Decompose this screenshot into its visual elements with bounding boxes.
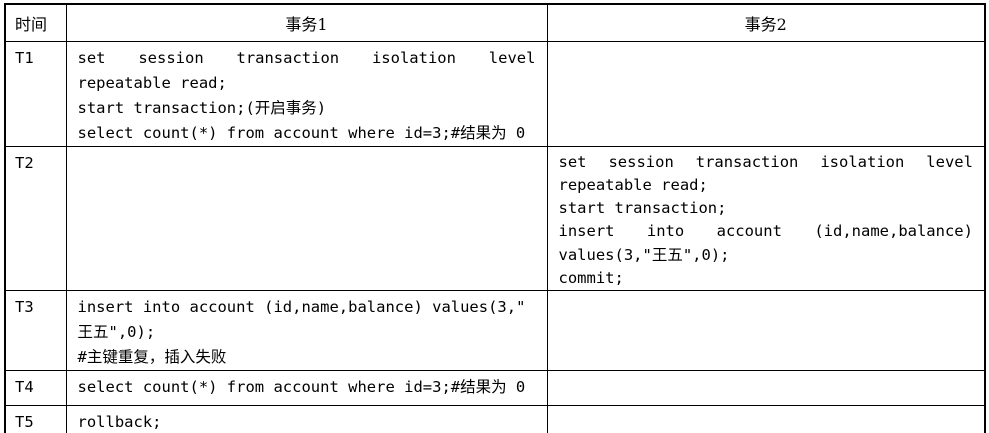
code-word: set [558,152,587,171]
code-word: into [646,222,685,241]
code-word: session [608,152,674,171]
time-cell: T2 [4,145,67,292]
tx1-cell: rollback; [65,405,548,433]
code-line: set session transaction isolation level [78,46,536,71]
code-line: repeatable read; [77,73,227,92]
time-cell: T1 [4,40,67,147]
code-word: account [716,222,782,241]
code-line: #主键重复，插入失败 [77,348,227,367]
code-line: start transaction; [558,199,727,218]
code-word: set [77,48,106,67]
table-row: T1 set session transaction isolation level rep… [4,40,986,147]
tx1-cell: select count(*) from account where id=3;… [65,370,548,407]
tx2-cell [546,370,986,407]
tx2-cell [546,40,986,147]
code-line: repeatable read; [558,175,708,194]
tx2-cell [546,405,986,433]
table-row: T4 select count(*) from account where id=… [4,370,986,407]
table-header: 时间 事务1 事务2 [4,3,986,42]
code-line: select count(*) from account where id=3;… [77,378,526,397]
tx2-cell: set session transaction isolation level repea… [546,145,986,292]
tx2-cell [546,290,986,372]
tx1-cell: insert into account (id,name,balance) va… [65,290,548,372]
tx1-cell [65,145,548,292]
time-cell: T5 [4,405,67,433]
code-line: values(3,"王五",0); [558,245,730,264]
table-row: T5 rollback; [4,405,986,433]
code-line: rollback; [77,413,162,432]
table-body: T1 set session transaction isolation level rep… [4,40,986,433]
code-line: commit; [558,268,624,287]
code-word: level [488,48,536,67]
code-line: select count(*) from account where id=3;… [77,123,526,142]
table-row: T2 set session transaction isolation level rep… [4,145,986,292]
header-time: 时间 [4,3,67,42]
code-word: session [138,48,204,67]
tx1-cell: set session transaction isolation level repea… [65,40,548,147]
code-word: level [926,152,973,171]
code-word: (id,name,balance) [814,222,973,241]
code-word: isolation [371,48,456,67]
code-word: transaction [236,48,340,67]
table-row: T3 insert into account (id,name,balance) … [4,290,986,372]
time-cell: T3 [4,290,67,372]
transaction-isolation-table: 时间 事务1 事务2 T1 set session transaction isolat… [4,3,986,433]
header-row: 时间 事务1 事务2 [4,3,986,42]
code-line: insert into account (id,name,balance) va… [77,298,526,317]
header-tx1: 事务1 [65,3,548,42]
code-line: 王五",0); [77,323,156,342]
code-line: insert into account (id,name,balance) [559,220,974,243]
code-word: insert [558,222,615,241]
code-line: set session transaction isolation level [559,151,974,174]
header-tx2: 事务2 [546,3,986,42]
code-word: isolation [820,152,905,171]
code-line: start transaction;(开启事务) [77,98,327,117]
code-word: transaction [695,152,799,171]
time-cell: T4 [4,370,67,407]
